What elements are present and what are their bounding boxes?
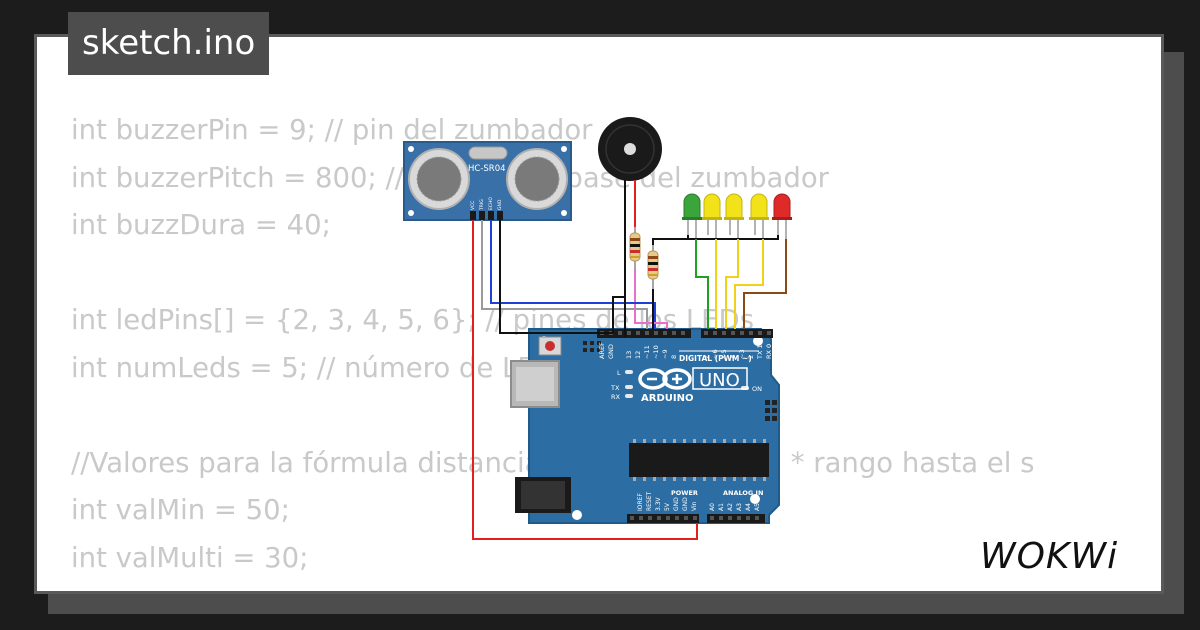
pin-label-3v3: 3.3V [655,496,662,511]
pin-label-gnd-2: GND [682,497,689,511]
led-yellow-2 [724,193,744,239]
ultrasonic-sensor: HC-SR04 VCC TRIG ECHO GND [403,141,572,221]
sensor-pin-vcc: VCC [470,201,476,210]
pin-label-2: 2 [747,355,755,359]
arduino-infinity-icon [638,368,692,390]
pin-label-a1: A1 [718,503,725,511]
reset-button [545,341,555,351]
pin-label-ioref: IOREF [637,493,644,511]
code-line: int buzzDura = 40; [71,209,331,241]
pin-label-tx: TX 1 [756,344,764,360]
led-l-label: L [617,369,621,377]
pin-label-a0: A0 [709,503,716,511]
analog-label: ANALOG IN [723,489,763,497]
led-green [682,193,702,239]
pin-label-5v: 5V [664,502,671,511]
pin-label-4: 4 [729,355,737,359]
led-yellow-1 [702,193,722,239]
code-line: int buzzerPin = 9; // pin del zumbador [71,114,593,146]
pin-label-3: ~3 [738,349,746,359]
on-label: ON [752,385,762,393]
wokwi-logo-text: WOKWi [980,536,1118,577]
led-tx-label: TX [610,384,620,392]
code-line: int numLeds = 5; // número de LEDs [71,351,571,384]
pin-label-13: 13 [625,351,633,359]
analog-header [707,514,765,523]
digital-label: DIGITAL (PWM ~) [679,354,752,363]
resistor-2 [647,245,659,289]
pin-label-a3: A3 [736,503,743,511]
resistor-1 [629,227,641,311]
pin-label-gnd-1: GND [673,497,680,511]
pin-label-a4: A4 [745,503,752,511]
sensor-label: HC-SR04 [468,164,506,174]
digital-header-high [597,329,691,338]
power-label: POWER [671,489,698,497]
microcontroller-chip [629,443,769,477]
pin-label-aref: AREF [598,342,606,359]
pin-label-vin: Vin [691,501,698,511]
pin-label-a2: A2 [727,503,734,511]
code-line: int valMulti = 30; [71,541,309,574]
pin-label-8: 8 [670,355,678,359]
circuit-diagram: AREF GND 13 12 ~11 ~10 ~9 8 7 ~6 ~5 4 ~3… [403,117,792,540]
pin-label-reset: RESET [646,491,653,511]
board-brand: ARDUINO [641,393,693,404]
pin-label-11: ~11 [643,345,651,359]
file-title-tab: sketch.ino [68,12,270,75]
wires [472,220,787,540]
pin-label-5: ~5 [720,349,728,359]
arduino-uno-board: AREF GND 13 12 ~11 ~10 ~9 8 7 ~6 ~5 4 ~3… [510,328,780,524]
led-red [772,193,792,239]
pin-label-6: ~6 [711,349,719,359]
led-rx-label: RX [611,393,621,401]
wokwi-logo: WOKWi [980,536,1118,577]
pin-label-a5: A5 [754,503,761,511]
sensor-pin-trig: TRIG [479,199,485,211]
pin-label-10: ~10 [652,345,660,359]
sensor-pin-echo: ECHO [488,197,494,210]
pin-label-rx: RX 0 [765,344,773,359]
power-header [627,514,699,523]
board-model: UNO [699,370,740,391]
pin-label-7: 7 [702,355,710,359]
led-yellow-3 [749,193,769,239]
pin-label-12: 12 [634,351,642,359]
code-line: int valMin = 50; [71,494,290,526]
pin-label-9: ~9 [661,349,669,359]
preview-card: int buzzerPin = 9; // pin del zumbador in… [34,34,1164,594]
digital-header-low [701,329,773,338]
pin-label-gnd: GND [607,344,615,359]
sensor-pin-gnd: GND [497,199,503,210]
